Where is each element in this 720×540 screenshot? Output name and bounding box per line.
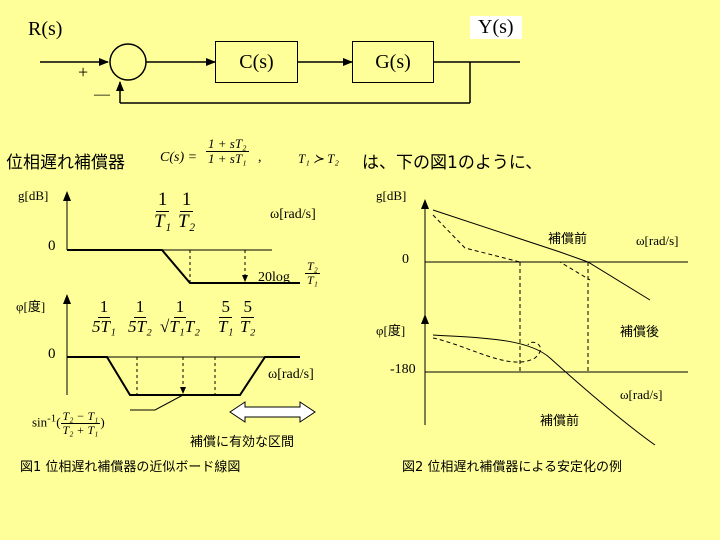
fig2-phase-plot bbox=[421, 262, 688, 446]
corner-2-num: 1 bbox=[179, 189, 194, 212]
fig2-caption: 図2 位相遅れ補償器による安定化の例 bbox=[402, 460, 623, 475]
fig1-phase-omega-label: ω[rad/s] bbox=[268, 367, 314, 382]
fig2-before-gain-label: 補償前 bbox=[548, 232, 588, 247]
fig1-gain-zero: 0 bbox=[48, 238, 56, 254]
fig1-phase-plot bbox=[63, 294, 316, 423]
phase-break-3: 1√T₁T₂ bbox=[158, 297, 202, 336]
gain-drop-den: T₁ bbox=[307, 273, 318, 288]
equation-numerator: 1 + sT₂ bbox=[206, 136, 249, 153]
controller-block: C(s) bbox=[215, 41, 298, 83]
break-4-den: T₁ bbox=[218, 316, 234, 336]
corner-1-den: T₁ bbox=[154, 210, 172, 232]
plant-block: G(s) bbox=[352, 41, 434, 83]
break-2-num: 1 bbox=[133, 297, 147, 318]
fig2-phase-axis-label: φ[度] bbox=[376, 323, 406, 338]
effective-range-arrow bbox=[229, 401, 316, 423]
output-label: Y(s) bbox=[470, 16, 522, 39]
controller-label: C(s) bbox=[239, 51, 274, 73]
corner-1-num: 1 bbox=[155, 189, 170, 212]
break-4-num: 5 bbox=[219, 297, 232, 318]
break-3-num: 1 bbox=[173, 297, 187, 318]
fig1-phase-axis-label: φ[度] bbox=[16, 299, 46, 314]
asin-den: T₂ + T₁ bbox=[62, 423, 99, 438]
break-2-den: 5T₂ bbox=[128, 316, 152, 336]
fig1-caption: 図1 位相遅れ補償器の近似ボード線図 bbox=[20, 460, 241, 475]
corner-2-den: T₂ bbox=[178, 210, 196, 232]
break-1-num: 1 bbox=[97, 297, 111, 318]
input-label: R(s) bbox=[28, 18, 63, 40]
fig1-phase-zero: 0 bbox=[48, 346, 56, 362]
break-5-num: 5 bbox=[241, 297, 254, 318]
fig2-gain-zero: 0 bbox=[402, 252, 409, 267]
compensator-name: 位相遅れ補償器 bbox=[6, 153, 125, 173]
break-5-den: T₂ bbox=[240, 316, 256, 336]
equation-description: は、下の図1のように、 bbox=[362, 153, 543, 173]
asin-num: T₂ − T₁ bbox=[60, 409, 101, 425]
effective-range-label: 補償に有効な区間 bbox=[190, 435, 295, 450]
equation-comma: , bbox=[258, 150, 262, 165]
equation-lhs: C(s) = bbox=[160, 150, 198, 165]
gain-drop-num: T₂ bbox=[305, 259, 320, 275]
fig2-phase-omega-label: ω[rad/s] bbox=[620, 387, 663, 402]
fig2-minus180: -180 bbox=[390, 362, 416, 377]
fig2-gain-omega-label: ω[rad/s] bbox=[636, 233, 679, 248]
block-diagram-lines bbox=[40, 43, 520, 104]
break-3-den: √T₁T₂ bbox=[160, 316, 201, 336]
gain-drop-label: 20log bbox=[258, 270, 290, 285]
time-constant-condition: T₁ ≻ T₂ bbox=[298, 151, 339, 166]
fig1-gain-omega-label: ω[rad/s] bbox=[270, 207, 316, 222]
fig1-gain-plot bbox=[63, 191, 300, 284]
plant-label: G(s) bbox=[375, 51, 411, 73]
plus-sign: + bbox=[78, 62, 89, 82]
fig2-gain-axis-label: g[dB] bbox=[376, 188, 407, 203]
fig2-after-phase-label: 補償後 bbox=[620, 325, 660, 340]
equation-denominator: 1 + sT₁ bbox=[208, 151, 247, 167]
asin-sup: -1 bbox=[47, 412, 57, 425]
fig2-before-phase-label: 補償前 bbox=[540, 414, 580, 429]
break-1-den: 5T₁ bbox=[92, 316, 116, 336]
summing-junction bbox=[109, 43, 147, 81]
fig1-gain-axis-label: g[dB] bbox=[18, 188, 49, 203]
minus-sign: — bbox=[94, 86, 110, 103]
asin-text: sin bbox=[32, 414, 48, 430]
